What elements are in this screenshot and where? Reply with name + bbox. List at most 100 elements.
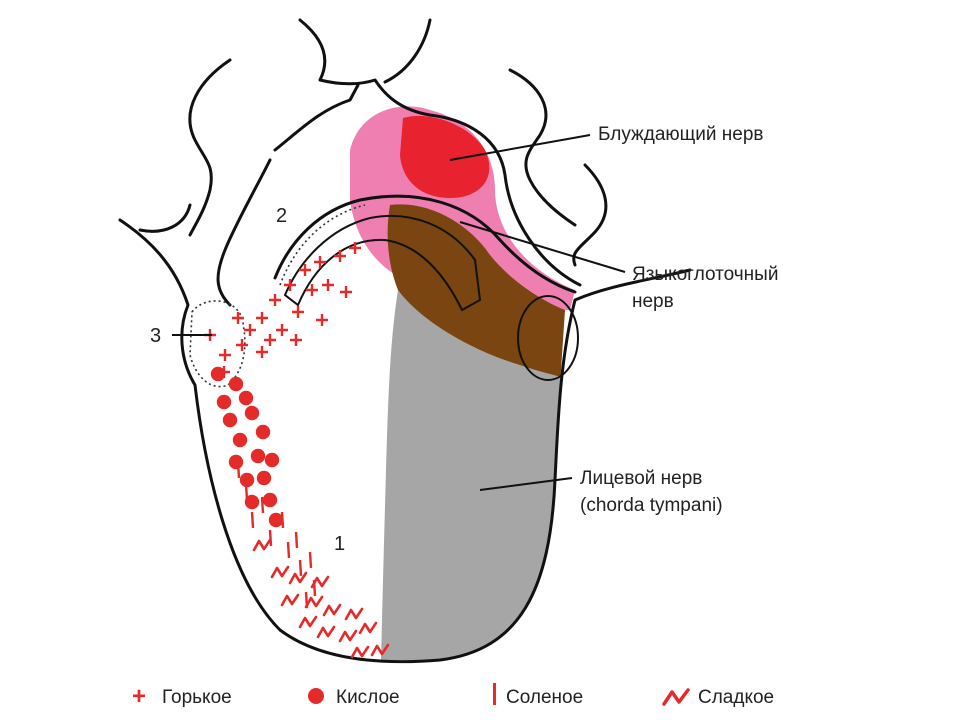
glossopharyngeal-label-line1: Языкоглоточный <box>632 264 778 285</box>
salty-mark <box>308 551 313 569</box>
legend-sweet-label: Сладкое <box>698 687 774 708</box>
sour-mark <box>239 472 255 488</box>
sour-mark <box>268 512 284 528</box>
tongue-outlines <box>118 18 692 664</box>
salty-mark <box>298 559 303 577</box>
bitter-mark <box>334 250 346 262</box>
left-foliate-dotted <box>189 300 246 388</box>
salty-mark <box>286 541 291 559</box>
legend: + Горькое Кислое Соленое Сладкое <box>132 683 774 710</box>
bitter-mark <box>269 294 281 306</box>
sour-mark <box>250 448 266 464</box>
sour-mark <box>210 366 226 382</box>
sour-mark <box>256 470 272 486</box>
vallate-dotted-boundary <box>279 204 366 286</box>
vagus-leader <box>449 134 591 161</box>
facial-gray-zone <box>380 290 565 662</box>
sour-mark <box>238 390 254 406</box>
bitter-mark <box>322 279 334 291</box>
glossopharyngeal-leader <box>459 221 626 273</box>
legend-salty-label: Соленое <box>506 687 583 708</box>
glossopharyngeal-label-line2: нерв <box>632 291 674 312</box>
bitter-mark <box>292 306 304 318</box>
bitter-mark <box>256 312 268 324</box>
sweet-mark <box>370 643 390 657</box>
sweet-mark <box>322 603 342 617</box>
bitter-mark <box>256 346 268 358</box>
salty-mark <box>294 531 299 549</box>
sour-mark <box>244 405 260 421</box>
left-arch-outline <box>216 158 272 307</box>
sweet-mark <box>350 645 370 659</box>
sour-mark <box>244 494 260 510</box>
salty-mark <box>260 496 265 514</box>
bitter-mark <box>236 339 248 351</box>
vallate-band-outer <box>283 214 482 312</box>
vallate-arc-outline <box>273 194 577 294</box>
right-foliate-circle <box>517 295 579 381</box>
vagus-label: Блуждающий нерв <box>598 124 764 145</box>
sweet-mark <box>310 575 330 589</box>
right-outer-fold-1 <box>508 68 577 227</box>
bitter-mark <box>219 349 231 361</box>
sweet-mark <box>316 625 336 639</box>
bitter-mark <box>314 256 326 268</box>
facial-leader <box>479 477 573 491</box>
bitter-mark <box>349 242 361 254</box>
sweet-mark <box>288 571 308 585</box>
sour-mark <box>255 424 271 440</box>
bitter-mark <box>284 279 296 291</box>
vagus-red-zone <box>400 115 490 198</box>
legend-sweet-icon <box>662 688 690 706</box>
sour-mark <box>222 412 238 428</box>
salty-mark <box>268 529 273 547</box>
bitter-mark <box>306 284 318 296</box>
bitter-mark <box>264 334 276 346</box>
sweet-mark <box>270 565 290 579</box>
bitter-mark <box>276 324 288 336</box>
sour-mark <box>232 432 248 448</box>
legend-bitter-icon: + <box>132 683 146 710</box>
legend-bitter-label: Горькое <box>162 687 232 708</box>
salty-mark <box>236 461 241 479</box>
sweet-mark <box>280 593 300 607</box>
epiglottis-outline <box>298 18 582 287</box>
region-number-1: 1 <box>334 533 345 555</box>
left-outer-fold-1 <box>188 58 232 237</box>
sour-mark <box>228 376 244 392</box>
salty-mark <box>244 483 249 501</box>
legend-sour-label: Кислое <box>336 687 400 708</box>
sour-mark <box>264 452 280 468</box>
sweet-mark <box>358 621 378 635</box>
salty-mark <box>280 511 285 529</box>
region-numbers: 1 2 3 <box>150 205 345 555</box>
salty-mark <box>250 511 255 529</box>
region-number-2: 2 <box>276 205 287 227</box>
upper-right-fold <box>383 18 432 84</box>
sour-mark <box>262 492 278 508</box>
bitter-mark <box>299 264 311 276</box>
leader-lines <box>172 134 626 491</box>
bitter-mark <box>232 312 244 324</box>
bitter-mark <box>340 286 352 298</box>
right-outer-fold-2 <box>572 163 608 267</box>
bitter-mark <box>316 314 328 326</box>
sour-mark <box>228 454 244 470</box>
bitter-mark <box>290 334 302 346</box>
bitter-mark <box>244 324 256 336</box>
legend-salty-icon <box>493 683 496 705</box>
region-number-3: 3 <box>150 325 161 347</box>
sweet-mark <box>344 607 364 621</box>
taste-marks <box>204 242 390 659</box>
legend-sour-icon <box>308 688 324 704</box>
nerve-labels: Блуждающий нерв Языкоглоточный нерв Лице… <box>580 124 778 516</box>
tongue-body-outline <box>118 218 692 664</box>
left-arch-inner <box>273 83 360 152</box>
left-outer-fold-2 <box>138 203 192 233</box>
sweet-mark <box>252 538 272 552</box>
sweet-mark <box>304 595 324 609</box>
sweet-mark <box>338 629 358 643</box>
facial-label-line2: (chorda tympani) <box>580 495 723 516</box>
sweet-mark <box>298 615 318 629</box>
